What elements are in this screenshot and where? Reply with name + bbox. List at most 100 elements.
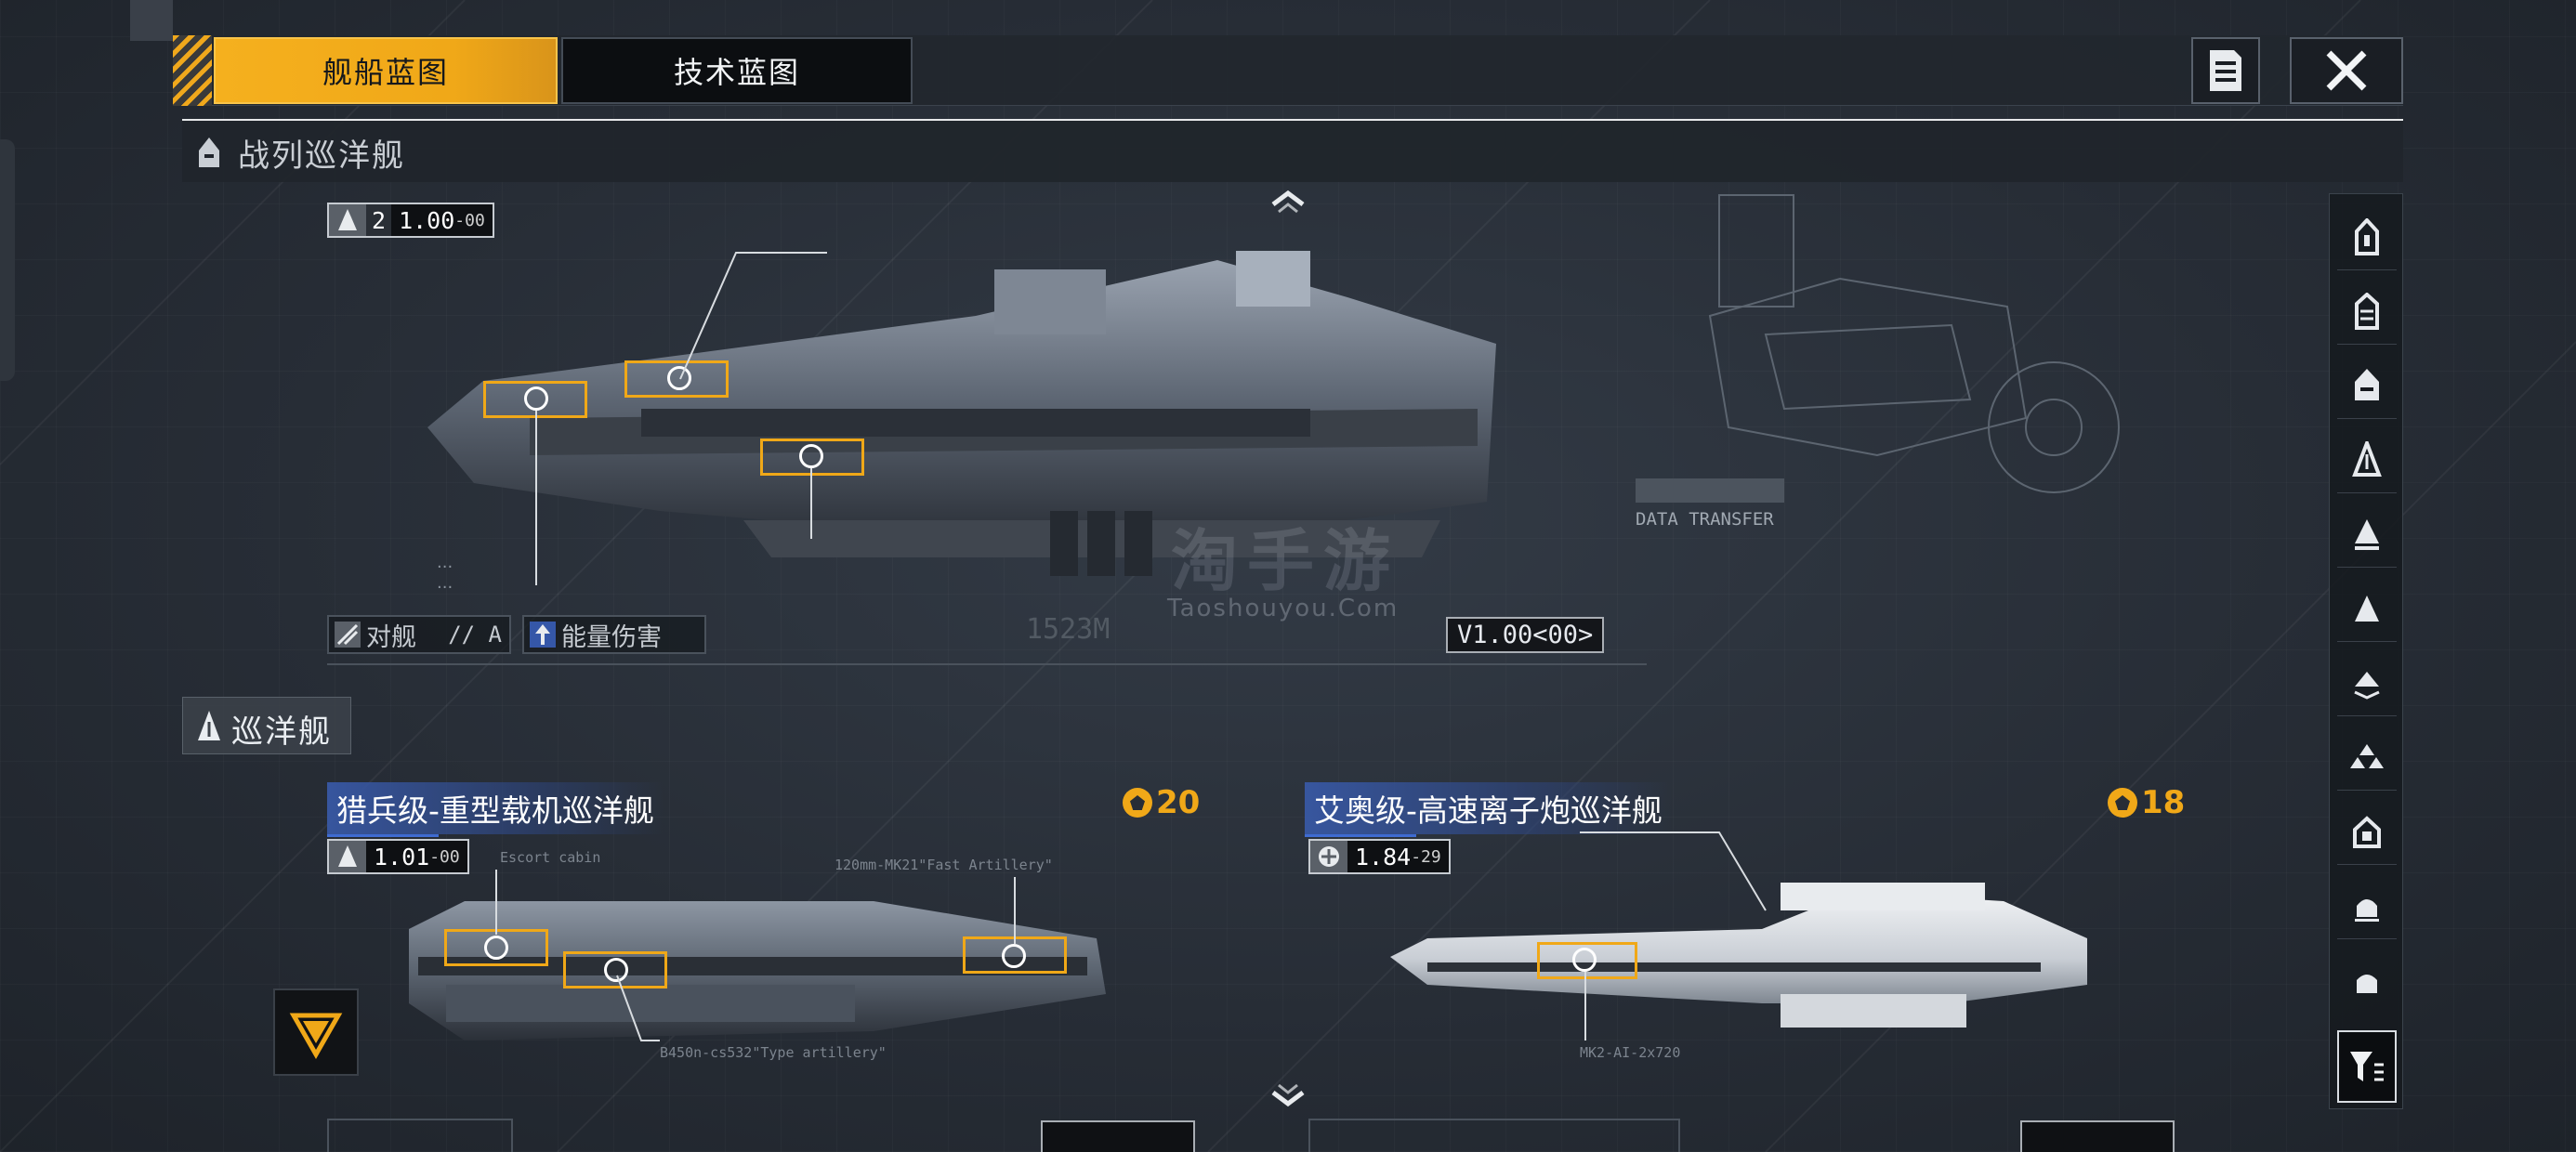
badge-suffix: -00 [454, 210, 485, 230]
cost-icon [1123, 788, 1152, 818]
corner-decoration [130, 0, 173, 41]
ship-name: 艾奥级-高速离子炮巡洋舰 [1305, 782, 1672, 837]
hotspot-marker[interactable] [604, 958, 628, 982]
fighter-wing-icon [2350, 743, 2384, 768]
spec-small-text: ······ [437, 557, 453, 597]
hotspot-marker[interactable] [1572, 948, 1597, 972]
cruiser-icon [2352, 440, 2382, 477]
ship-cost: 20 [1123, 784, 1200, 821]
destroyer-icon [2355, 518, 2379, 550]
ship-badge: 1.84-29 [1308, 839, 1451, 874]
hotspot-marker[interactable] [667, 366, 691, 390]
support-ship-icon [2353, 815, 2381, 848]
watermark-logo: 淘手游 [1171, 522, 1400, 600]
ship-cost: 18 [2108, 784, 2185, 821]
featured-ship-image[interactable] [418, 242, 1505, 604]
data-transfer-bar [1636, 478, 1784, 503]
sidebar-item-destroyer[interactable] [2337, 501, 2397, 568]
hotspot-bracket [624, 360, 729, 398]
sidebar-item-support-ship[interactable] [2337, 798, 2397, 865]
callout-label: Escort cabin [500, 849, 601, 866]
tag-label: 能量伤害 [561, 622, 662, 652]
callout-label: B450n-cs532"Type artillery" [660, 1044, 887, 1061]
ship-length-label: 1523M [1026, 613, 1111, 646]
sidebar-item-battlecruiser[interactable] [2337, 352, 2397, 419]
badge-suffix: -29 [1411, 846, 1441, 867]
cruiser-2-ship-image[interactable] [1390, 883, 2096, 1050]
tag-energy-damage: 能量伤害 [522, 615, 706, 654]
cruiser-card-1[interactable]: 猎兵级-重型载机巡洋舰 [327, 782, 664, 837]
section-title: 战列巡洋舰 [238, 137, 405, 175]
section-header-battlecruiser: 战列巡洋舰 [182, 119, 2403, 182]
callout-label: 120mm-MK21"Fast Artillery" [835, 857, 1053, 873]
callout-label: MK2-AI-2x720 [1580, 1044, 1681, 1061]
hotspot-bracket [563, 951, 667, 988]
battlecruiser-small-icon [329, 204, 366, 236]
featured-ship-badge: 2 1.00-00 [327, 203, 494, 238]
ship-cost-value: 20 [1156, 784, 1201, 821]
scroll-down-chevron-icon[interactable] [1269, 1083, 1307, 1109]
tag-anti-ship: 对舰 // A [327, 615, 511, 654]
callout-lines [495, 870, 1016, 1041]
next-card-version-partial [1041, 1120, 1195, 1152]
battlecruiser-class-icon [199, 137, 219, 167]
badge-value: 1.01 [374, 843, 430, 871]
sidebar-item-utility-ship[interactable] [2337, 872, 2397, 939]
sidebar-item-auxiliary-ship[interactable] [2337, 947, 2397, 1014]
card-divider [327, 663, 1647, 665]
filter-button[interactable] [2337, 1030, 2397, 1103]
commander-triangle-icon [289, 1013, 343, 1060]
sidebar-item-all-ships[interactable] [2337, 203, 2397, 270]
watermark-url: Taoshouyou.Com [1167, 595, 1400, 622]
tab-tech-blueprints[interactable]: 技术蓝图 [561, 37, 913, 104]
sidebar-item-carrier[interactable] [2337, 278, 2397, 345]
callout-lines [535, 252, 827, 585]
scroll-up-chevron-icon[interactable] [1269, 188, 1307, 214]
cost-icon [2108, 788, 2137, 818]
sidebar-item-fighter-wing[interactable] [2337, 724, 2397, 791]
document-list-icon [2210, 50, 2241, 91]
document-list-button[interactable] [2191, 37, 2260, 104]
frigate-icon [2355, 595, 2379, 622]
sidebar-item-cruiser[interactable] [2337, 426, 2397, 493]
top-tab-bar: 舰船蓝图 技术蓝图 [173, 35, 2403, 106]
auxiliary-ship-icon [2357, 975, 2377, 993]
next-card-tag-partial [1308, 1119, 1680, 1152]
ship-name: 猎兵级-重型载机巡洋舰 [327, 782, 664, 837]
cruiser-small-icon [329, 841, 366, 872]
battlecruiser-icon [2355, 368, 2379, 400]
corvette-icon [2354, 671, 2380, 700]
data-transfer-label: DATA TRANSFER [1636, 509, 1774, 530]
ship-badge: 1.01-00 [327, 839, 469, 874]
cruiser-class-icon [198, 711, 220, 740]
blueprint-schematic-art [1708, 194, 2120, 493]
ship-version: V1.00<00> [1446, 617, 1605, 653]
hotspot-marker[interactable] [1002, 944, 1026, 968]
sidebar-item-corvette[interactable] [2337, 649, 2397, 716]
energy-damage-icon [524, 617, 561, 652]
ship-class-sidebar [2329, 193, 2403, 1109]
anti-ship-icon [329, 617, 366, 652]
cruiser-card-2[interactable]: 艾奥级-高速离子炮巡洋舰 [1305, 782, 1672, 837]
close-button[interactable] [2290, 37, 2403, 104]
utility-ship-icon [2355, 898, 2379, 922]
left-drawer-handle[interactable] [0, 139, 15, 381]
commander-unit-button[interactable] [273, 988, 359, 1076]
tab-ship-blueprints[interactable]: 舰船蓝图 [214, 37, 558, 104]
tag-label: 对舰 [366, 622, 416, 652]
hazard-stripe-decoration [173, 35, 212, 106]
callout-lines [1580, 831, 1767, 1041]
hotspot-marker[interactable] [484, 936, 508, 960]
section-header-cruiser: 巡洋舰 [182, 697, 351, 754]
hotspot-bracket [1537, 942, 1637, 979]
cruiser-1-ship-image[interactable] [409, 892, 1115, 1050]
sidebar-item-frigate[interactable] [2337, 575, 2397, 642]
section-title: 巡洋舰 [231, 713, 332, 751]
ion-cannon-small-icon [1310, 841, 1347, 872]
hotspot-marker[interactable] [799, 444, 823, 468]
hotspot-marker[interactable] [524, 386, 548, 411]
all-ships-icon [2355, 217, 2379, 255]
close-icon [2326, 50, 2367, 91]
ship-cost-value: 18 [2141, 784, 2186, 821]
next-card-tag-partial [327, 1119, 513, 1152]
